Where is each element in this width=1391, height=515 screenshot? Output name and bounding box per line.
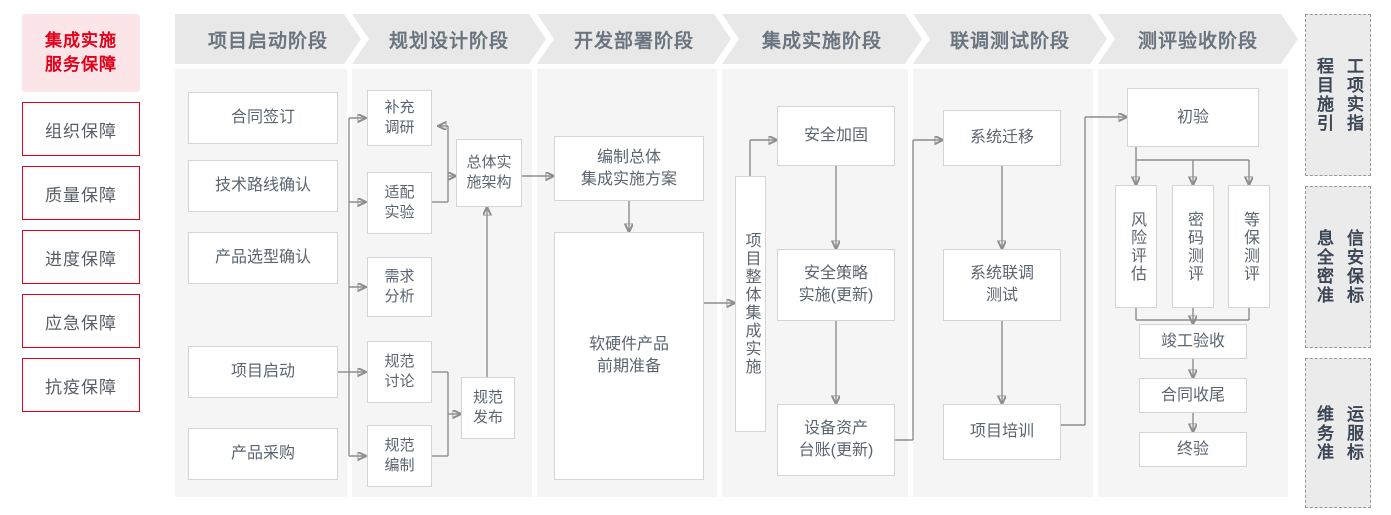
node-contract-closeout[interactable]: 合同收尾 — [1139, 378, 1247, 413]
phase-header-integration[interactable]: 集成实施阶段 — [722, 14, 922, 64]
node-contract-signing[interactable]: 合同签订 — [188, 92, 338, 144]
standard-guide-col-left: 工项实指 — [1344, 57, 1363, 133]
node-draft-overall-integration-plan-line2: 集成实施方案 — [580, 170, 677, 188]
node-supplementary-research-line1: 补充 — [384, 99, 415, 116]
standard-security-col-left: 信安保标 — [1344, 229, 1363, 305]
node-system-migration[interactable]: 系统迁移 — [943, 110, 1061, 166]
node-standard-release-line2: 发布 — [472, 409, 503, 426]
guarantee-title-line1: 集成实施 — [45, 31, 117, 50]
node-requirements-analysis-line2: 分析 — [384, 288, 415, 305]
guarantee-item-quality[interactable]: 质量保障 — [22, 166, 140, 220]
node-project-training[interactable]: 项目培训 — [943, 404, 1061, 460]
node-product-selection[interactable]: 产品选型确认 — [188, 232, 338, 284]
node-system-joint-debug-test[interactable]: 系统联调测试 — [943, 249, 1061, 321]
node-standard-discussion[interactable]: 规范讨论 — [367, 341, 432, 403]
node-adaptation-experiment-line2: 实验 — [384, 204, 415, 221]
node-project-kickoff[interactable]: 项目启动 — [188, 346, 338, 398]
node-supplementary-research[interactable]: 补充调研 — [367, 90, 432, 146]
node-device-asset-ledger-line2: 台账(更新) — [798, 442, 874, 459]
phase-header-joint-test[interactable]: 联调测试阶段 — [913, 14, 1107, 64]
guarantee-panel: 集成实施 服务保障 组织保障 质量保障 进度保障 应急保障 抗疫保障 — [22, 14, 140, 412]
node-requirements-analysis[interactable]: 需求分析 — [367, 257, 432, 317]
phase-header-dev-deploy[interactable]: 开发部署阶段 — [537, 14, 731, 64]
node-cryptography-evaluation[interactable]: 密码测评 — [1172, 185, 1214, 308]
node-device-asset-ledger[interactable]: 设备资产台账(更新) — [777, 404, 895, 476]
node-standard-discussion-line2: 讨论 — [384, 373, 415, 390]
node-device-asset-ledger-line1: 设备资产 — [803, 420, 868, 437]
node-adaptation-experiment[interactable]: 适配实验 — [367, 172, 432, 234]
standard-guide-col-right: 程目施引 — [1314, 57, 1333, 133]
node-hw-sw-product-preparation-line1: 软硬件产品 — [588, 336, 669, 353]
node-supplementary-research-line2: 调研 — [384, 119, 415, 136]
guarantee-item-schedule[interactable]: 进度保障 — [22, 230, 140, 284]
node-standard-drafting-line1: 规范 — [384, 437, 415, 454]
node-overall-implementation-architecture[interactable]: 总体实施架构 — [456, 139, 522, 207]
guarantee-item-organization[interactable]: 组织保障 — [22, 102, 140, 156]
guarantee-item-epidemic[interactable]: 抗疫保障 — [22, 358, 140, 412]
standard-operations-maintenance-service[interactable]: 维务准 运服标 — [1305, 358, 1371, 508]
standard-ops-col-right: 维务准 — [1314, 404, 1333, 462]
standard-security-col-right: 息全密准 — [1314, 229, 1333, 305]
node-standard-drafting[interactable]: 规范编制 — [367, 425, 432, 487]
node-hw-sw-product-preparation-line2: 前期准备 — [596, 358, 661, 375]
node-product-purchase[interactable]: 产品采购 — [188, 428, 338, 480]
node-tech-route-confirm[interactable]: 技术路线确认 — [188, 160, 338, 212]
node-overall-implementation-architecture-line2: 施架构 — [466, 174, 512, 191]
node-security-policy-implementation-line1: 安全策略 — [803, 265, 868, 282]
node-standard-discussion-line1: 规范 — [384, 353, 415, 370]
node-draft-overall-integration-plan-line1: 编制总体 — [596, 148, 661, 166]
node-security-policy-implementation-line2: 实施(更新) — [798, 287, 874, 304]
node-preliminary-acceptance[interactable]: 初验 — [1127, 88, 1259, 147]
node-system-joint-debug-test-line1: 系统联调 — [969, 265, 1034, 282]
standard-ops-col-left: 运服标 — [1344, 404, 1363, 462]
node-security-policy-implementation[interactable]: 安全策略实施(更新) — [777, 249, 895, 321]
standard-engineering-project-implementation-guide[interactable]: 程目施引 工项实指 — [1305, 14, 1371, 176]
phase-header-project-start[interactable]: 项目启动阶段 — [175, 14, 361, 64]
node-security-hardening[interactable]: 安全加固 — [777, 106, 895, 166]
guarantee-item-emergency[interactable]: 应急保障 — [22, 294, 140, 348]
node-standard-release[interactable]: 规范发布 — [461, 377, 515, 439]
node-overall-implementation-architecture-line1: 总体实 — [466, 154, 512, 171]
node-adaptation-experiment-line1: 适配 — [384, 184, 415, 201]
node-system-joint-debug-test-line2: 测试 — [985, 287, 1018, 304]
node-overall-project-integration[interactable]: 项目整体集成实施 — [735, 176, 766, 432]
guarantee-panel-title: 集成实施 服务保障 — [22, 14, 140, 92]
standard-information-security-confidentiality[interactable]: 息全密准 信安保标 — [1305, 186, 1371, 348]
node-requirements-analysis-line1: 需求 — [384, 268, 415, 285]
phase-header-planning-design[interactable]: 规划设计阶段 — [352, 14, 546, 64]
node-standard-release-line1: 规范 — [472, 389, 503, 406]
node-standard-drafting-line2: 编制 — [384, 457, 415, 474]
node-risk-assessment[interactable]: 风险评估 — [1115, 185, 1157, 308]
node-hw-sw-product-preparation[interactable]: 软硬件产品前期准备 — [554, 232, 704, 480]
node-classified-protection-evaluation[interactable]: 等保测评 — [1228, 185, 1270, 308]
node-draft-overall-integration-plan[interactable]: 编制总体集成实施方案 — [554, 136, 704, 201]
node-final-acceptance[interactable]: 终验 — [1139, 432, 1247, 467]
phase-header-evaluation-accept[interactable]: 测评验收阶段 — [1098, 14, 1298, 64]
guarantee-title-line2: 服务保障 — [45, 55, 117, 74]
node-completion-acceptance[interactable]: 竣工验收 — [1139, 324, 1247, 359]
